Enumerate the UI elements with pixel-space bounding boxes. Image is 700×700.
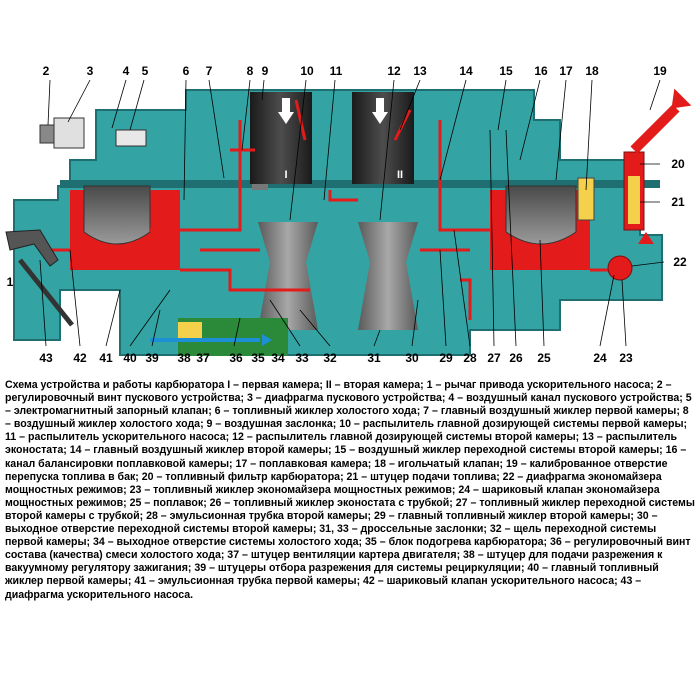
diffuser-second (358, 222, 418, 330)
callout-33: 33 (295, 351, 309, 365)
callout-14: 14 (459, 64, 473, 78)
pump-lever (5, 229, 74, 327)
choke-second-chamber (352, 92, 414, 184)
chamber-mark-first: I (284, 169, 287, 181)
callout-37: 37 (196, 351, 210, 365)
callout-leaders-bottom (39, 129, 627, 347)
callout-10: 10 (300, 64, 314, 78)
callout-11: 11 (330, 64, 343, 78)
callout-17: 17 (559, 64, 573, 78)
callout-16: 16 (534, 64, 548, 78)
diffuser-first (258, 222, 318, 330)
float-chamber-left (70, 185, 180, 270)
callout-26: 26 (509, 351, 523, 365)
callout-9: 9 (262, 64, 269, 78)
callout-12: 12 (387, 64, 401, 78)
callout-22: 22 (673, 255, 687, 269)
vacuum-fittings (150, 318, 288, 356)
fuel-arrow-up (638, 232, 654, 244)
callout-leaders (47, 79, 665, 267)
callout-2: 2 (43, 64, 50, 78)
callout-29: 29 (439, 351, 453, 365)
callout-39: 39 (145, 351, 159, 365)
callout-24: 24 (593, 351, 607, 365)
fuel-inlet-fitting (623, 88, 692, 231)
callout-4: 4 (123, 64, 130, 78)
callout-36: 36 (229, 351, 243, 365)
carburetor-diagram: I II (5, 64, 692, 365)
callout-21: 21 (671, 195, 685, 209)
needle-valve (577, 177, 595, 221)
choke-first-chamber (250, 92, 312, 190)
callout-15: 15 (499, 64, 513, 78)
callout-25: 25 (537, 351, 551, 365)
callout-23: 23 (619, 351, 633, 365)
callout-5: 5 (142, 64, 149, 78)
callout-1: 1 (7, 275, 14, 289)
callout-38: 38 (177, 351, 191, 365)
callout-13: 13 (413, 64, 427, 78)
callout-19: 19 (653, 64, 667, 78)
callout-34: 34 (271, 351, 285, 365)
callout-7: 7 (206, 64, 213, 78)
float-chamber-right (490, 185, 590, 270)
callout-28: 28 (463, 351, 477, 365)
callout-35: 35 (251, 351, 265, 365)
diagram-caption: Схема устройства и работы карбюратора I … (5, 379, 698, 601)
callout-32: 32 (323, 351, 337, 365)
start-device (39, 117, 147, 149)
callout-31: 31 (367, 351, 381, 365)
callout-40: 40 (123, 351, 137, 365)
callout-8: 8 (247, 64, 254, 78)
callout-30: 30 (405, 351, 419, 365)
callout-20: 20 (671, 157, 685, 171)
chamber-mark-second: II (397, 169, 403, 181)
callout-43: 43 (39, 351, 53, 365)
callout-41: 41 (99, 351, 113, 365)
economizer-diaphragm (607, 255, 633, 281)
callout-27: 27 (487, 351, 501, 365)
callout-3: 3 (87, 64, 94, 78)
callout-6: 6 (183, 64, 190, 78)
callout-18: 18 (585, 64, 599, 78)
callout-42: 42 (73, 351, 87, 365)
callout-numbers: 2 3 4 5 6 7 8 9 10 11 12 13 14 15 16 17 … (7, 64, 687, 365)
